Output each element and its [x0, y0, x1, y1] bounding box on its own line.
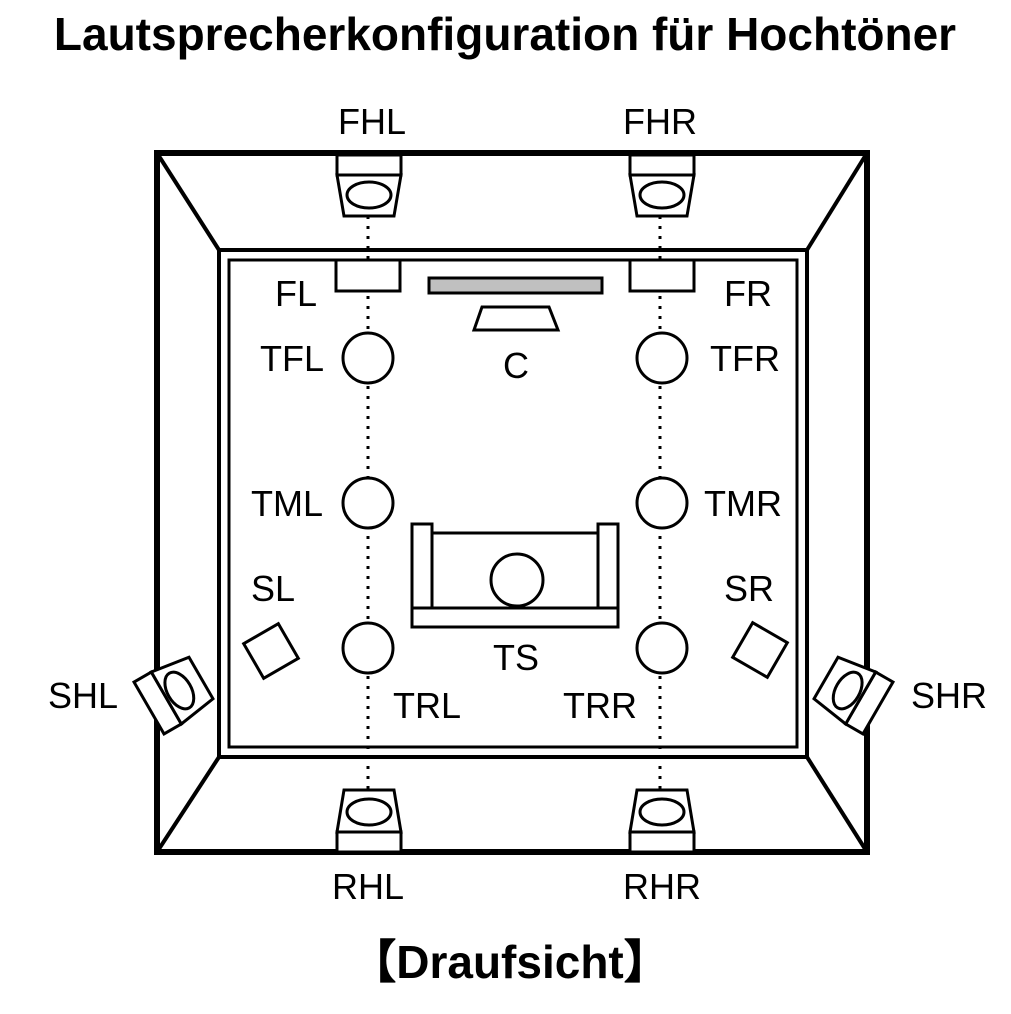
label-FR: FR: [724, 273, 772, 314]
speaker-C: [471, 305, 561, 332]
diagram-title: Lautsprecherkonfiguration für Hochtöner: [54, 8, 956, 60]
label-TFR: TFR: [710, 338, 780, 379]
speaker-FR: [628, 258, 696, 293]
label-FHL: FHL: [338, 101, 406, 142]
speaker-TRL: [341, 621, 395, 675]
speaker-SL: [241, 621, 301, 681]
label-TRR: TRR: [563, 685, 637, 726]
room-perspective-lines: [155, 151, 869, 854]
speaker-SHR: [812, 655, 896, 737]
speaker-SR: [730, 620, 790, 680]
room-floor-frame: [217, 248, 809, 759]
label-TRL: TRL: [393, 685, 461, 726]
speaker-TS: [489, 552, 545, 608]
label-SR: SR: [724, 568, 774, 609]
label-SL: SL: [251, 568, 295, 609]
speaker-TFR: [635, 331, 689, 385]
speaker-RHL: [335, 788, 403, 854]
label-RHL: RHL: [332, 866, 404, 907]
speaker-FHL: [335, 153, 403, 218]
speaker-TMR: [635, 476, 689, 530]
label-FL: FL: [275, 273, 317, 314]
label-FHR: FHR: [623, 101, 697, 142]
view-caption: 【Draufsicht】: [350, 936, 669, 988]
tv-screen: [427, 276, 604, 295]
label-C: C: [503, 345, 529, 386]
speaker-TFL: [341, 331, 395, 385]
speaker-FHR: [628, 153, 696, 218]
speaker-SHL: [131, 655, 215, 737]
label-TMR: TMR: [704, 483, 782, 524]
label-TS: TS: [493, 637, 539, 678]
speaker-TRR: [635, 621, 689, 675]
speaker-TML: [341, 476, 395, 530]
label-RHR: RHR: [623, 866, 701, 907]
room-outer-wall: [154, 150, 870, 855]
room-floor-inner: [227, 258, 799, 749]
speaker-RHR: [628, 788, 696, 854]
label-SHL: SHL: [48, 675, 118, 716]
label-TML: TML: [251, 483, 323, 524]
label-SHR: SHR: [911, 675, 987, 716]
speaker-FL: [334, 258, 402, 293]
label-TFL: TFL: [260, 338, 324, 379]
